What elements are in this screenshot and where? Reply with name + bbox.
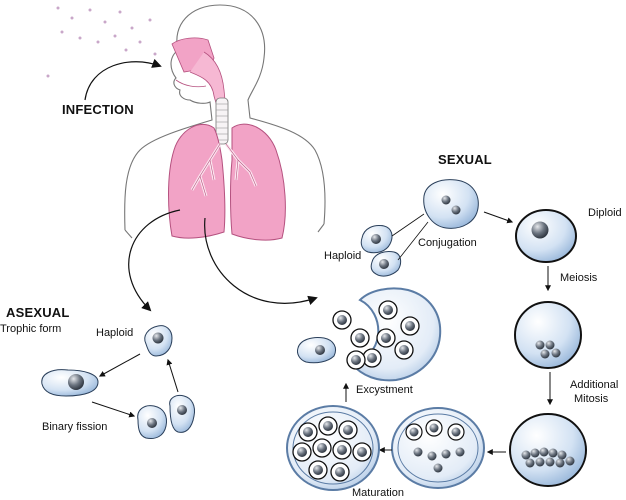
arrow-conjugation-to-diploid: [483, 211, 514, 224]
sexual-haploid-label: Haploid: [324, 250, 362, 262]
excystment-cyst: [332, 287, 442, 382]
trachea: [215, 97, 229, 145]
asexual-haploid-label: Haploid: [96, 327, 134, 339]
arrow-lung-to-excystment: [204, 217, 318, 305]
mitosis-label: Mitosis: [574, 393, 609, 405]
binary-fission-label: Binary fission: [42, 421, 108, 433]
conjugation-line-a: [391, 213, 425, 237]
right-lung: [230, 123, 286, 241]
meiosis-label: Meiosis: [560, 272, 598, 284]
immature-cyst: [391, 407, 485, 489]
asexual-fission-cell-a: [137, 405, 167, 439]
human-silhouette: [124, 4, 326, 239]
arrow-dividing-to-fission: [91, 401, 136, 418]
mitosis-cell: [509, 413, 587, 487]
meiosis-cell: [514, 301, 582, 369]
conjugation-label: Conjugation: [418, 237, 477, 249]
upper-airway: [171, 37, 227, 111]
mature-cyst: [286, 405, 380, 491]
asexual-fission-cell-b: [169, 395, 195, 433]
diploid-cell: [515, 209, 577, 263]
infection-arrow: [84, 58, 162, 101]
released-trophic-cell-a: [297, 337, 337, 364]
lungs: [168, 123, 286, 241]
trophic-form-label: Trophic form: [0, 323, 62, 335]
released-trophic-cell-b: [346, 350, 366, 370]
arrow-fission-to-haploid: [166, 358, 179, 393]
asexual-dividing-cell: [41, 369, 99, 397]
airborne-particles: [46, 6, 157, 78]
sexual-haploid-cell-b: [370, 251, 402, 277]
arrow-lung-to-asexual: [128, 209, 181, 312]
infection-label: INFECTION: [62, 102, 134, 117]
excystment-label: Excystment: [356, 384, 413, 396]
asexual-haploid-cell: [144, 325, 173, 357]
additional-label: Additional: [570, 379, 619, 391]
sexual-label: SEXUAL: [438, 152, 492, 167]
asexual-label: ASEXUAL: [6, 305, 70, 320]
conjugation-line-b: [397, 221, 429, 261]
sexual-haploid-cell-a: [360, 225, 393, 254]
arrow-haploid-to-dividing: [98, 353, 141, 377]
maturation-label: Maturation: [352, 487, 404, 499]
diploid-label: Diploid: [588, 207, 622, 219]
conjugated-cell: [423, 179, 479, 229]
